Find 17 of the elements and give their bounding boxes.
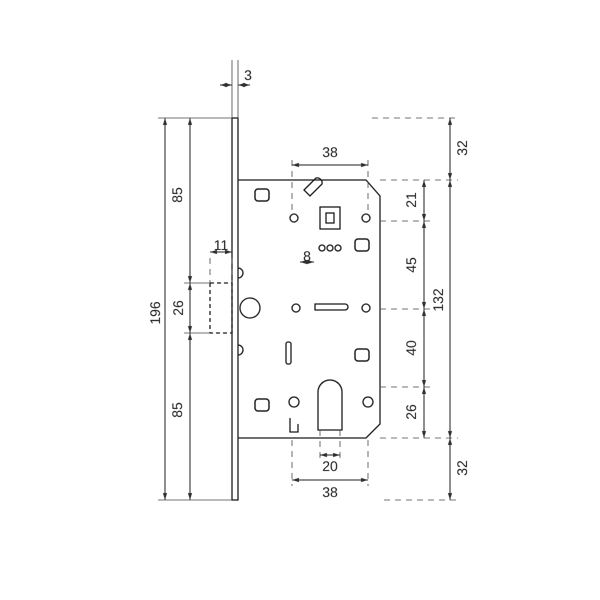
dimension-label: 8 (303, 249, 311, 263)
dimension-label: 20 (322, 459, 338, 473)
dimension-label: 32 (455, 460, 469, 476)
dimension-label: 85 (170, 402, 184, 418)
dimension-label: 38 (322, 145, 338, 159)
dimension-label: 45 (404, 257, 418, 273)
dimension-label: 3 (244, 68, 252, 82)
dimension-label: 26 (404, 404, 418, 420)
dimension-label: 38 (322, 485, 338, 499)
dimension-label: 196 (148, 301, 162, 325)
dimension-label: 21 (404, 192, 418, 208)
dimension-label: 85 (170, 187, 184, 203)
dimension-label: 40 (404, 340, 418, 356)
dimension-label: 132 (431, 288, 445, 312)
dimension-label: 32 (455, 140, 469, 156)
dimension-label: 26 (171, 300, 185, 316)
dimension-label: 11 (214, 238, 228, 252)
